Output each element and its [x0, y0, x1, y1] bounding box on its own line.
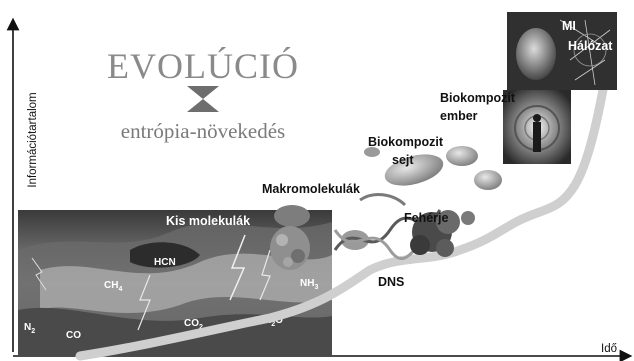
- x-axis-label: Idő: [601, 343, 617, 355]
- label-small-molecules: Kis molekulák: [166, 214, 250, 228]
- label-ai: MI: [562, 19, 576, 33]
- label-dna: DNS: [378, 275, 404, 289]
- y-axis-label: Információtartalom: [27, 92, 39, 187]
- cell-image: [364, 146, 502, 191]
- label-biocomposite-cell-1: Biokompozit: [368, 135, 444, 149]
- page-subtitle: entrópia-növekedés: [121, 119, 285, 143]
- double-arrow-icon: [187, 86, 219, 112]
- formula-hcn: HCN: [154, 257, 176, 268]
- formula-co: CO: [66, 330, 81, 341]
- label-network: Hálózat: [568, 39, 613, 53]
- label-biocomposite-human-1: Biokompozit: [440, 91, 516, 105]
- label-biocomposite-cell-2: sejt: [392, 153, 414, 167]
- macromolecule-blob: [270, 205, 310, 270]
- page-title: EVOLÚCIÓ: [107, 46, 299, 86]
- label-protein: Fehérje: [404, 211, 449, 225]
- label-biocomposite-human-2: ember: [440, 109, 478, 123]
- label-macromolecules: Makromolekulák: [262, 182, 360, 196]
